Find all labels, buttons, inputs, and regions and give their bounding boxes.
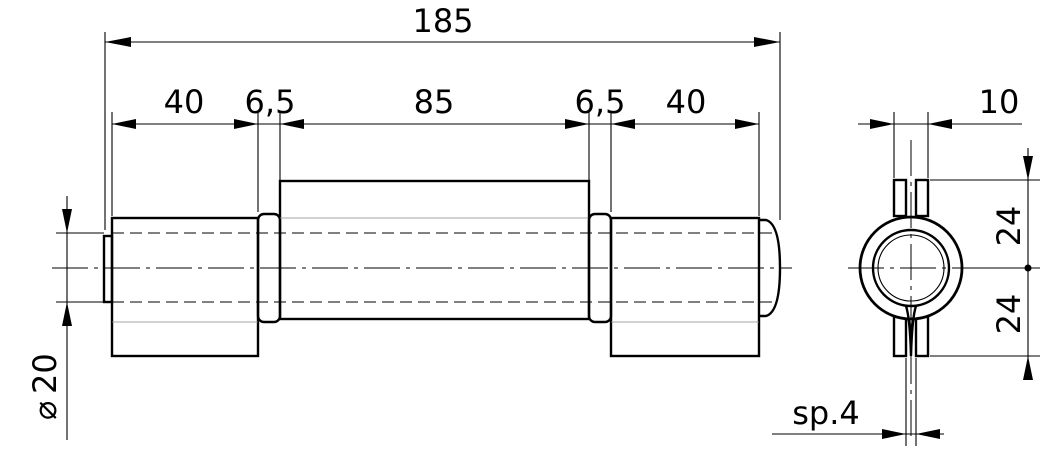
arrow-width-left <box>870 119 894 129</box>
dim-side-width: 10 <box>979 83 1020 121</box>
arrow-dia-top <box>62 209 72 233</box>
arrow-seg-1 <box>112 119 136 129</box>
dim-thickness: sp.4 <box>792 394 860 432</box>
arrow-thickness-right <box>916 429 940 439</box>
arrow-seg-5 <box>611 119 635 129</box>
dim-side-height-lower: 24 <box>990 294 1028 335</box>
dim-gap-right: 6,5 <box>575 83 626 121</box>
middle-leaf-outline <box>278 179 591 321</box>
hinge-front-view <box>52 179 792 358</box>
arrow-overall-left <box>105 37 131 47</box>
side-dimensions: 10 24 24 sp.4 <box>772 83 1040 446</box>
dim-diameter-symbol: ⌀ <box>26 401 64 420</box>
dim-side-height-upper: 24 <box>990 206 1028 247</box>
side-upper-tab-left <box>892 178 908 218</box>
dim-segment-right: 40 <box>666 83 707 121</box>
hinge-side-view <box>848 140 972 440</box>
side-upper-tab-right <box>914 178 930 218</box>
arrow-height-bottom <box>1023 356 1033 380</box>
arrow-dia-bottom <box>62 302 72 326</box>
arrow-seg-2 <box>234 119 258 129</box>
left-pin-cap <box>102 234 114 304</box>
dim-segment-left: 40 <box>164 83 205 121</box>
front-dimensions: 185 40 6,5 85 6,5 40 ⌀ 20 <box>26 2 781 440</box>
left-leaf-outline <box>110 216 260 358</box>
dim-gap-left: 6,5 <box>245 83 296 121</box>
arrow-height-top <box>1023 156 1033 180</box>
side-lower-tab-right <box>914 314 930 358</box>
arrow-overall-right <box>754 37 780 47</box>
dim-height-midpoint <box>1024 264 1032 272</box>
dim-segment-middle: 85 <box>414 83 455 121</box>
right-leaf-outline <box>609 216 761 358</box>
arrow-seg-6 <box>735 119 759 129</box>
arrow-seg-4 <box>565 119 589 129</box>
dim-diameter-value: 20 <box>26 353 64 394</box>
arrow-thickness-left <box>882 429 906 439</box>
arrow-width-right <box>928 119 952 129</box>
dim-overall-length: 185 <box>412 2 473 40</box>
side-lower-tab-left <box>892 314 908 358</box>
arrow-seg-3 <box>280 119 304 129</box>
